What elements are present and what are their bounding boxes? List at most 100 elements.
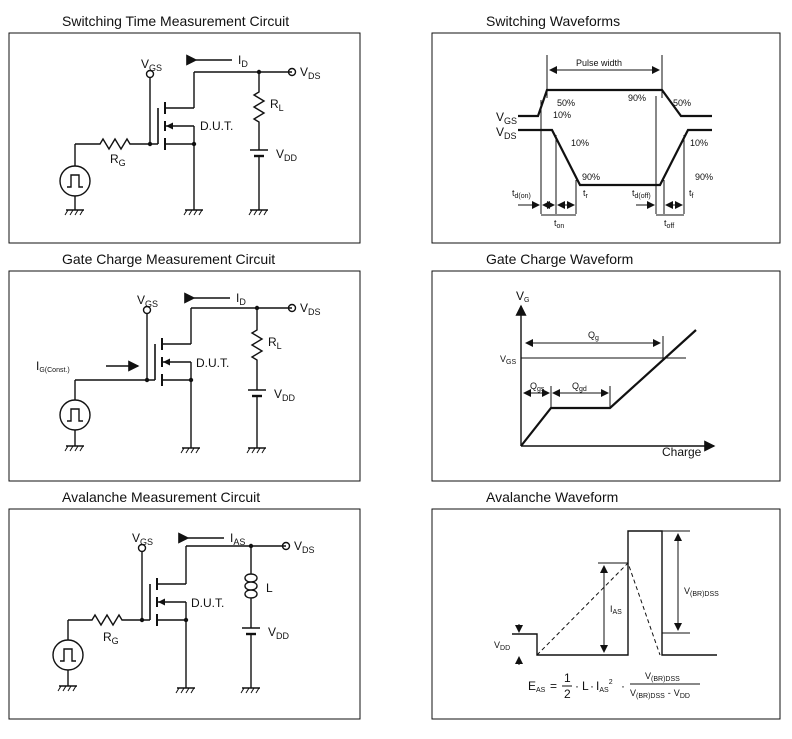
label-vds: VDS <box>300 65 321 81</box>
label-vdd: VDD <box>274 387 296 403</box>
title-avalanche-waveform: Avalanche Waveform <box>486 489 618 505</box>
label-id: ID <box>238 53 248 69</box>
label-50-fall: 50% <box>673 98 691 108</box>
avalanche-circuit: VGS RG D.U.T. VDS IAS L VDD <box>52 531 315 694</box>
label-l: L <box>266 581 273 595</box>
pulse-source <box>59 165 91 197</box>
panel-gate-circuit <box>8 270 361 482</box>
panel-gate-waveform <box>431 270 781 482</box>
label-vgs-wave: VGS <box>496 110 517 126</box>
resistor-rg <box>75 137 158 151</box>
label-vbrdss: V(BR)DSS <box>684 586 719 598</box>
svg-text:L: L <box>582 679 589 693</box>
label-vdd: VDD <box>494 640 510 652</box>
ground-symbol <box>240 687 261 694</box>
panel-avalanche-waveform <box>431 508 781 720</box>
label-10-vds-right: 10% <box>690 138 708 148</box>
svg-text:1: 1 <box>564 671 571 685</box>
vgs-terminal <box>145 69 155 79</box>
label-tf: tf <box>689 188 694 200</box>
switching-waveforms: Pulse width VGS VDS 50% 10% 90% 50% 10% … <box>496 55 713 230</box>
ground-symbol <box>64 209 85 216</box>
panel-avalanche-circuit <box>8 508 361 720</box>
avalanche-current-waveform <box>536 562 661 656</box>
label-10-vds: 10% <box>571 138 589 148</box>
label-tr: tr <box>583 188 589 200</box>
label-qgd: Qgd <box>572 381 587 393</box>
label-td-off: td(off) <box>632 188 651 200</box>
svg-text:2: 2 <box>564 687 571 701</box>
ground-symbol <box>246 447 267 454</box>
label-ias: IAS <box>230 531 245 547</box>
panel-switching-waveforms <box>431 32 781 244</box>
label-90-vds-right: 90% <box>695 172 713 182</box>
label-vgs: VGS <box>500 354 516 366</box>
resistor-rg <box>68 613 150 627</box>
ground-symbol <box>183 209 204 216</box>
label-id: ID <box>236 291 246 307</box>
label-toff: toff <box>664 218 674 230</box>
ground-symbol <box>248 209 269 216</box>
gate-charge-circuit: VGS IG(Const.) D.U.T. VDS ID RL VDD <box>36 291 321 454</box>
svg-text:·: · <box>590 679 594 693</box>
label-ig: IG(Const.) <box>36 359 70 374</box>
label-td-on: td(on) <box>512 188 531 200</box>
label-vds: VDS <box>300 301 321 317</box>
label-10-rise: 10% <box>553 110 571 120</box>
ground-symbol <box>57 685 78 692</box>
inductor-l <box>244 546 258 628</box>
label-vds: VDS <box>294 539 315 555</box>
mosfet-dut <box>149 559 190 627</box>
svg-text:=: = <box>550 679 557 693</box>
label-rg: RG <box>110 152 126 168</box>
label-dut: D.U.T. <box>196 356 229 370</box>
svg-text:V(BR)DSS-VDD: V(BR)DSS-VDD <box>630 688 690 700</box>
label-rl: RL <box>268 335 282 351</box>
title-switching-circuit: Switching Time Measurement Circuit <box>62 13 289 29</box>
label-vg: VG <box>516 289 529 304</box>
pulse-source <box>59 399 91 431</box>
label-dut: D.U.T. <box>191 596 224 610</box>
label-vds-wave: VDS <box>496 125 517 141</box>
label-90-fall: 90% <box>628 93 646 103</box>
label-vdd: VDD <box>268 625 290 641</box>
title-avalanche-circuit: Avalanche Measurement Circuit <box>62 489 260 505</box>
pulse-source <box>52 639 84 671</box>
gate-charge-waveform: VG VGS Charge Qg Qgs Qgd <box>500 289 716 459</box>
label-rg: RG <box>103 630 119 646</box>
title-gate-waveform: Gate Charge Waveform <box>486 251 633 267</box>
svg-text:·: · <box>621 679 625 693</box>
svg-text:·: · <box>575 679 579 693</box>
label-vgs: VGS <box>137 293 158 309</box>
label-pulse-width: Pulse width <box>576 58 622 68</box>
resistor-rl <box>252 72 266 150</box>
label-50-rise: 50% <box>557 98 575 108</box>
vds-waveform <box>518 128 712 187</box>
label-ias: IAS <box>610 604 622 616</box>
vgs-waveform <box>518 88 712 118</box>
ground-symbol <box>180 447 201 454</box>
mosfet-dut <box>154 319 195 387</box>
panel-switching-circuit <box>8 32 361 244</box>
label-qg: Qg <box>588 330 599 342</box>
avalanche-waveform: VDD IAS V(BR)DSS EAS = 1 2 · L · IAS2 · … <box>494 530 719 701</box>
label-vdd: VDD <box>276 147 298 163</box>
ground-symbol <box>175 687 196 694</box>
gate-charge-curve <box>520 329 697 447</box>
label-charge: Charge <box>662 445 702 459</box>
svg-text:EAS: EAS <box>528 679 546 694</box>
label-vgs: VGS <box>132 531 153 547</box>
svg-text:V(BR)DSS: V(BR)DSS <box>645 671 680 683</box>
label-ton: ton <box>554 218 564 230</box>
mosfet-dut <box>157 83 198 151</box>
label-90-vds: 90% <box>582 172 600 182</box>
title-switching-waveforms: Switching Waveforms <box>486 13 620 29</box>
label-rl: RL <box>270 97 284 113</box>
eas-equation: EAS = 1 2 · L · IAS2 · V(BR)DSS V(BR)DSS… <box>528 671 700 701</box>
resistor-rl <box>250 308 264 390</box>
svg-text:IAS2: IAS2 <box>596 679 613 694</box>
label-qgs: Qgs <box>530 381 545 393</box>
title-gate-circuit: Gate Charge Measurement Circuit <box>62 251 275 267</box>
switching-circuit: VGS RG D.U.T. VDS ID RL VDD <box>59 53 321 216</box>
